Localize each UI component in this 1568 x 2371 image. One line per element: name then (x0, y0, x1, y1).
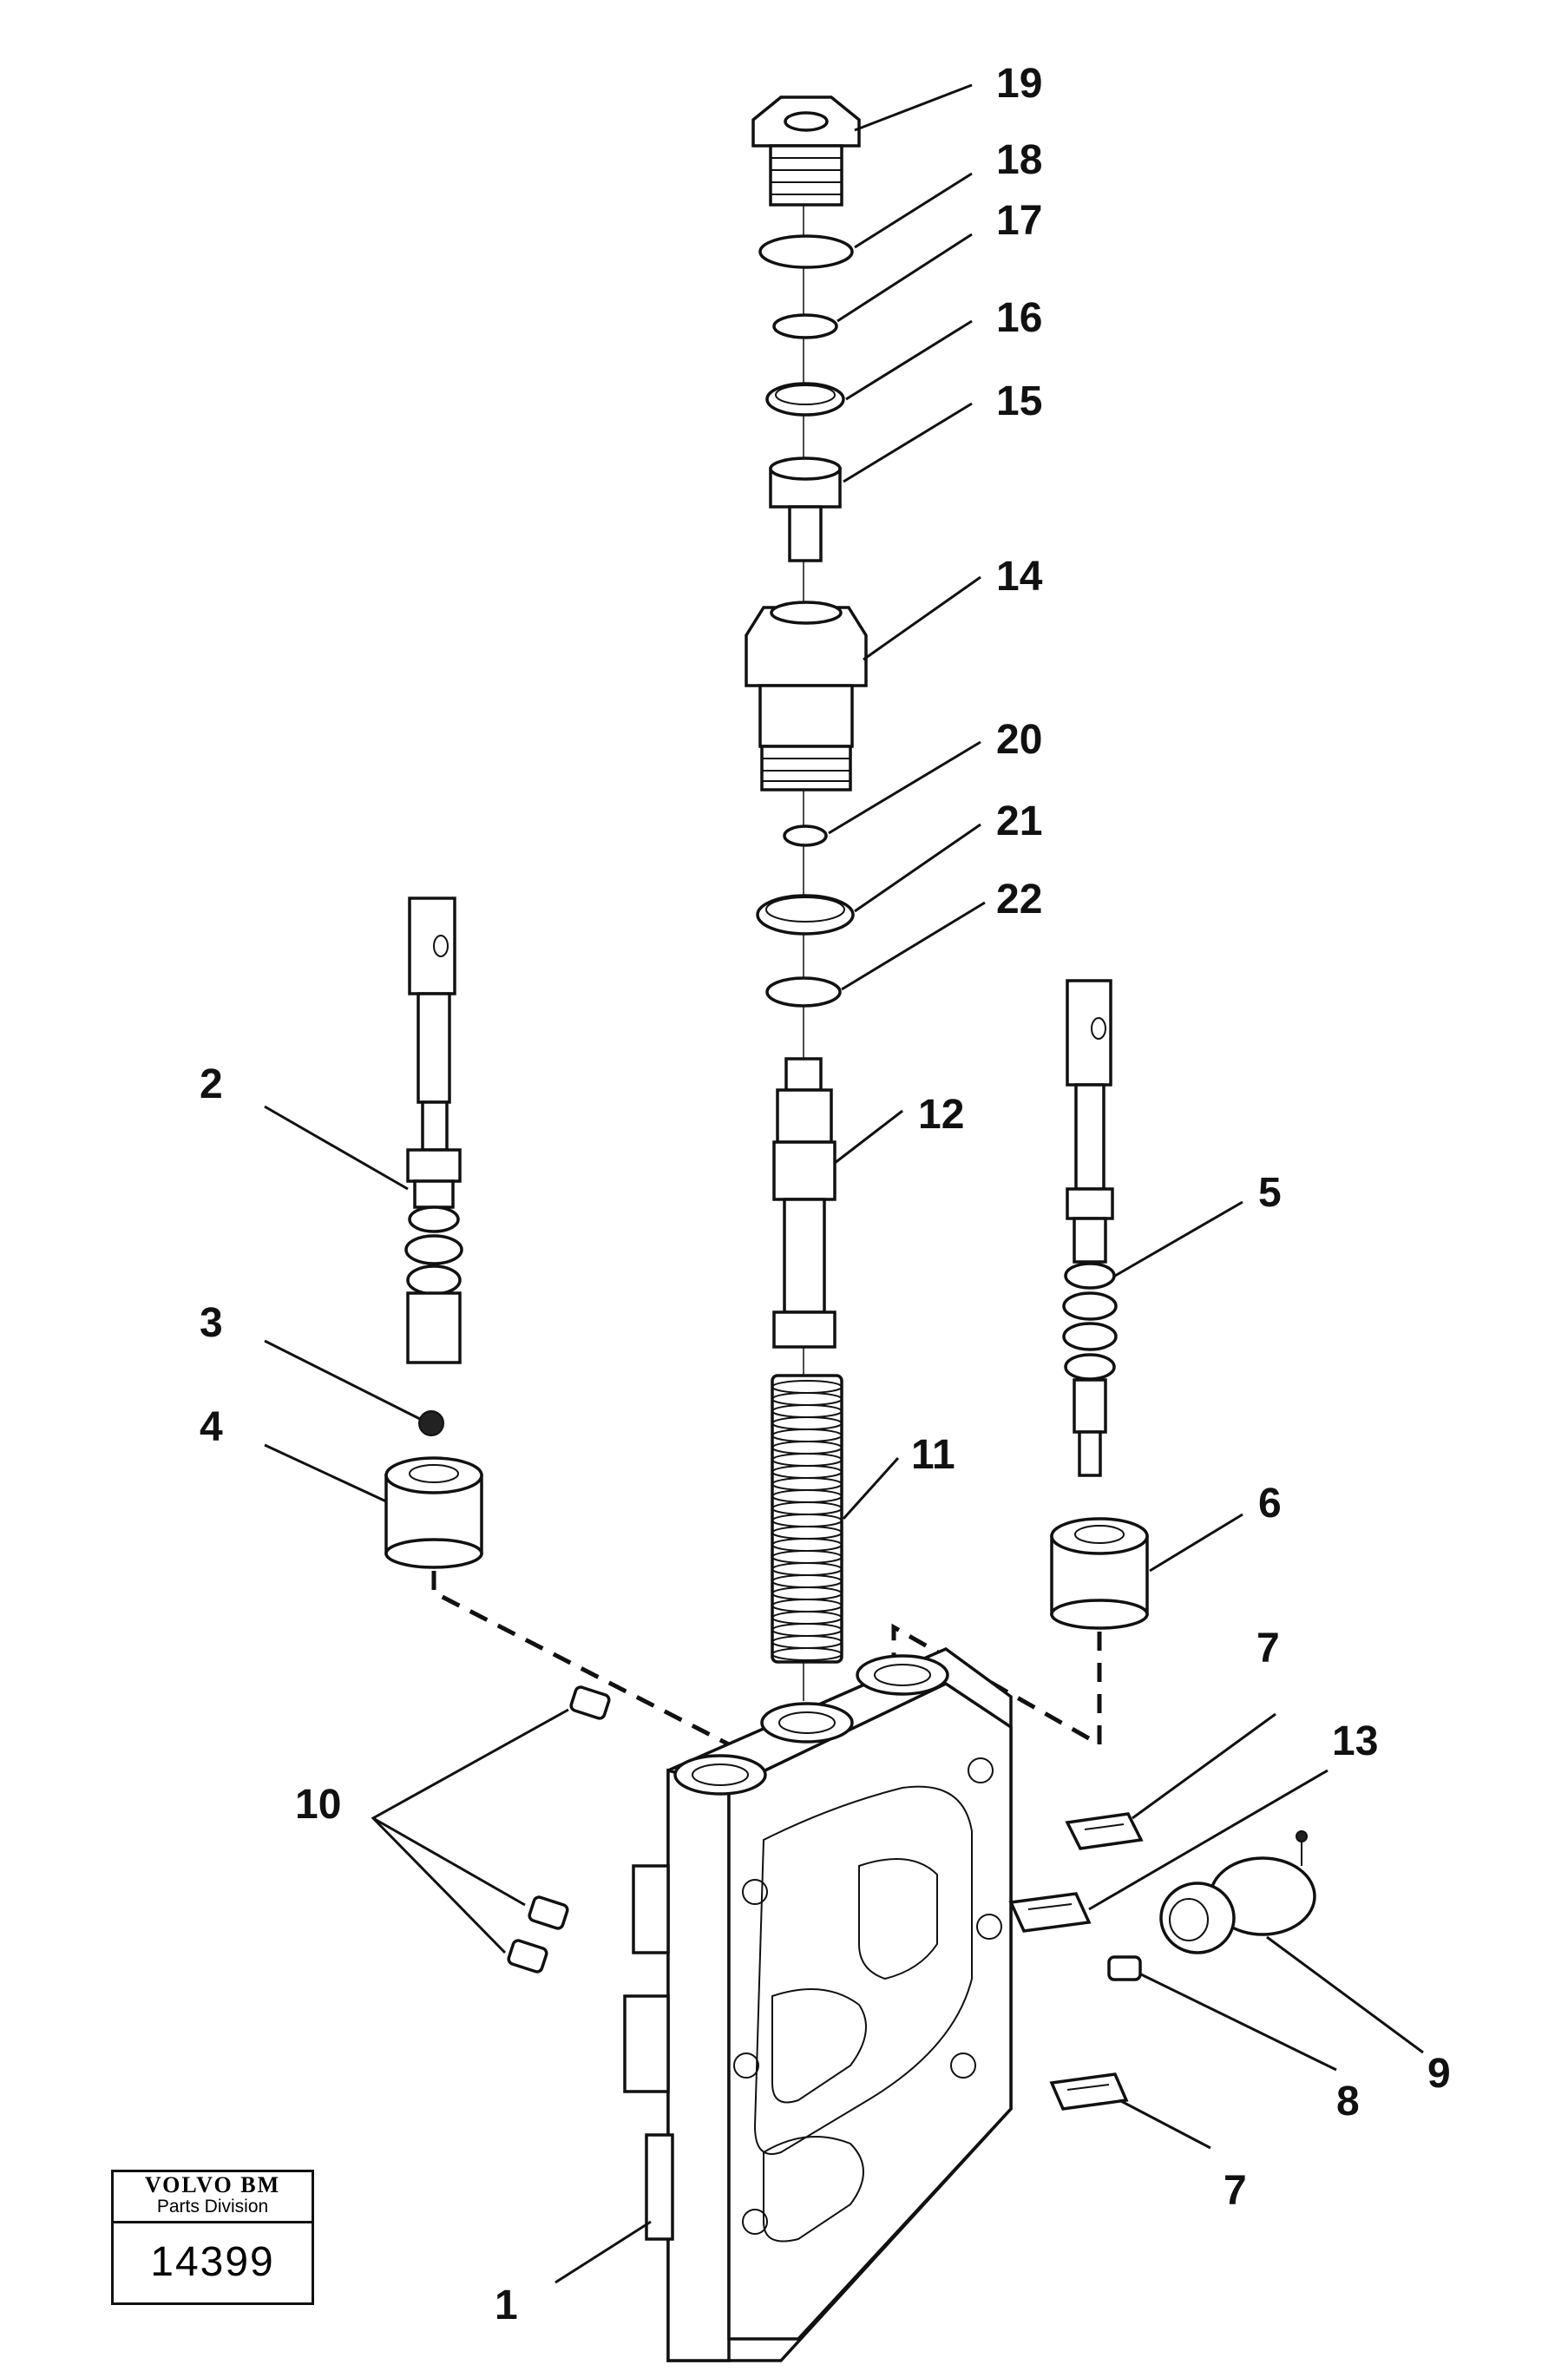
part-22-o-ring (765, 976, 842, 1008)
callout-4: 4 (200, 1404, 223, 1450)
callout-22: 22 (996, 877, 1042, 923)
callout-9: 9 (1427, 2051, 1451, 2097)
part-11-spring (771, 1374, 843, 1664)
leader-4 (264, 1443, 387, 1503)
brand-name: VOLVO BM (144, 2172, 281, 2197)
logo-header: VOLVO BM Parts Division (114, 2172, 312, 2223)
callout-1: 1 (495, 2282, 518, 2328)
leader-10b (372, 1816, 526, 1907)
part-13-clip (1008, 1892, 1092, 1933)
callout-8: 8 (1336, 2079, 1360, 2125)
callout-14: 14 (996, 554, 1043, 600)
part-21-ring (756, 894, 855, 936)
part-12-spool (772, 1057, 836, 1349)
callout-3: 3 (200, 1300, 223, 1346)
leader-18 (854, 172, 973, 249)
part-19-plug (751, 95, 861, 207)
callout-10: 10 (295, 1782, 341, 1828)
leader-20 (828, 740, 981, 835)
part-17-retaining-ring (772, 313, 838, 339)
leader-21 (854, 823, 981, 913)
leader-7b (1119, 2098, 1211, 2150)
part-16-ring (765, 382, 845, 417)
leader-3 (264, 1339, 421, 1421)
leader-9 (1266, 1935, 1424, 2054)
leader-15 (843, 402, 973, 483)
leader-22 (841, 901, 986, 991)
leader-17 (836, 233, 973, 323)
callout-17: 17 (996, 198, 1042, 244)
callout-16: 16 (996, 295, 1042, 341)
leader-6 (1149, 1513, 1243, 1573)
leader-16 (845, 319, 973, 401)
callout-18: 18 (996, 137, 1042, 183)
callout-13: 13 (1332, 1718, 1378, 1764)
spring-coil (771, 1647, 843, 1661)
part-18-seal-ring (758, 234, 854, 269)
dashed-guide-left (431, 1571, 732, 1783)
leader-2 (264, 1105, 409, 1191)
leader-12 (834, 1109, 903, 1165)
part-6-sleeve (1050, 1517, 1149, 1630)
leader-11 (842, 1456, 900, 1520)
leader-7a (1132, 1712, 1276, 1820)
part-3-ball (418, 1410, 444, 1436)
callout-6: 6 (1258, 1481, 1282, 1527)
callout-20: 20 (996, 717, 1042, 763)
drawing-number: 14399 (150, 2239, 275, 2285)
part-8-screw (1107, 1955, 1142, 1981)
part-14-housing (745, 601, 868, 791)
part-20-o-ring (783, 824, 828, 847)
leader-19 (854, 83, 973, 132)
part-4-sleeve (384, 1456, 483, 1569)
callout-12: 12 (918, 1092, 964, 1138)
part-7-clip-lower (1049, 2072, 1129, 2111)
part-10-screws (507, 1685, 611, 1974)
part-1-valve-body (623, 1646, 1013, 2362)
callout-7-lower: 7 (1224, 2168, 1247, 2214)
callout-11: 11 (911, 1432, 955, 1478)
part-2-spool (404, 897, 463, 1364)
callout-21: 21 (996, 798, 1042, 844)
callout-5: 5 (1258, 1170, 1282, 1216)
part-9-pressure-switch (1159, 1830, 1316, 1954)
volvo-bm-logo-block: VOLVO BM Parts Division 14399 (111, 2170, 314, 2305)
division-label: Parts Division (156, 2197, 269, 2217)
part-15-piston (769, 456, 842, 562)
leader-14 (863, 575, 981, 661)
callout-19: 19 (996, 61, 1042, 107)
leader-8 (1140, 1973, 1337, 2072)
part-5-spool (1062, 979, 1118, 1477)
leader-5 (1114, 1200, 1243, 1277)
leader-1 (554, 2220, 652, 2284)
leader-13 (1088, 1769, 1329, 1911)
callout-2: 2 (200, 1061, 223, 1107)
callout-15: 15 (996, 378, 1042, 424)
callout-7-upper: 7 (1256, 1626, 1280, 1672)
part-7-clip-upper (1065, 1812, 1144, 1850)
